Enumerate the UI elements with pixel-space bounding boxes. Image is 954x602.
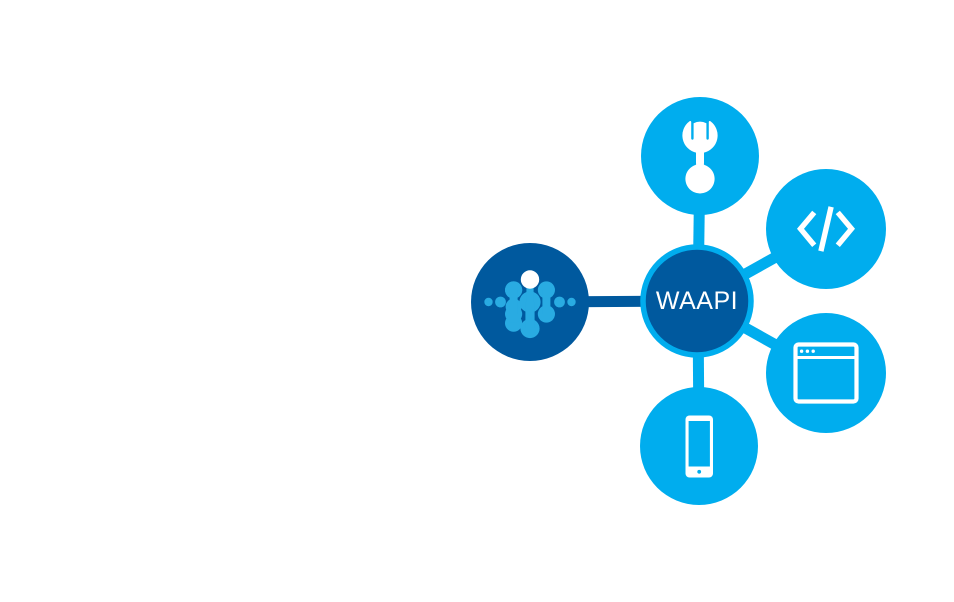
node-tools[interactable]	[641, 97, 759, 215]
node-center-waapi[interactable]: WAAPI	[640, 244, 754, 358]
logo-accent-dot	[520, 270, 540, 289]
node-code[interactable]	[766, 169, 886, 289]
browser-window-icon	[793, 342, 859, 404]
code-brackets-icon	[796, 206, 856, 252]
node-center-label: WAAPI	[656, 287, 738, 315]
wrench-icon	[682, 121, 718, 194]
node-mobile[interactable]	[640, 387, 758, 505]
smartphone-icon	[685, 415, 713, 478]
node-desktop-app[interactable]	[766, 313, 886, 433]
node-center-ring	[640, 244, 754, 358]
node-platform-logo[interactable]	[471, 243, 589, 361]
network-nodes-logo-icon	[484, 270, 576, 339]
node-desktop-app-circle	[766, 313, 886, 433]
